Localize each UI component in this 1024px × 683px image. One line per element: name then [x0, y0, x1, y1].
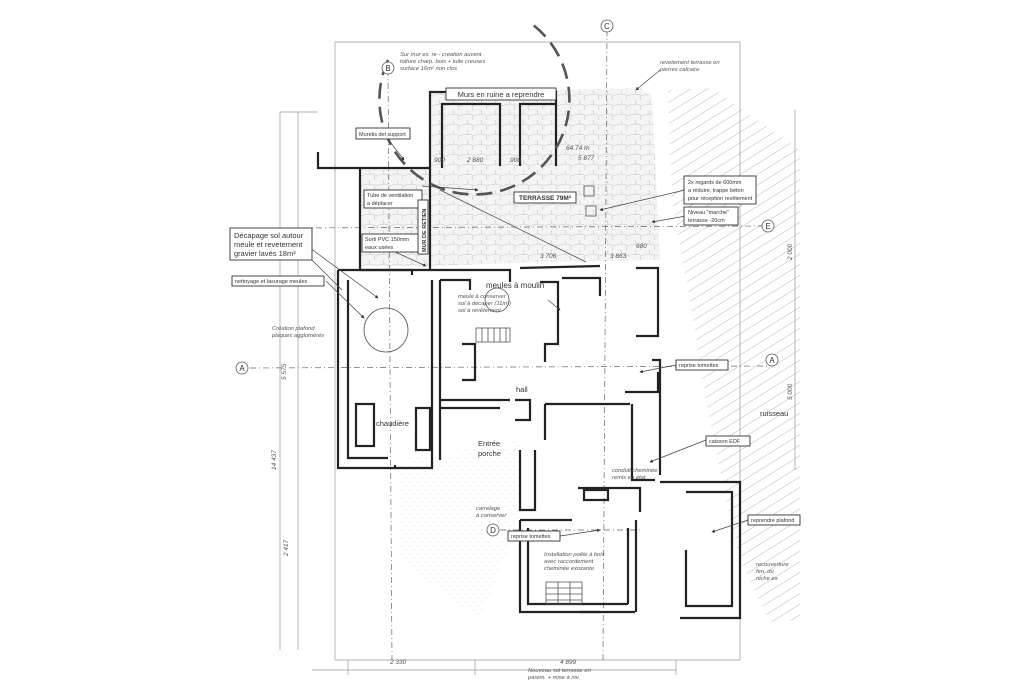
dimension-texts: 900 2 880 900 64.74 m 5 877 3 863 680 3 …	[271, 145, 794, 666]
dim-6474: 64.74 m	[566, 145, 590, 152]
regards-box	[683, 175, 757, 205]
muret-support-box	[355, 127, 411, 140]
auvent-dashed-arc	[378, 22, 571, 196]
reprise-tomettes-right-box	[675, 359, 729, 371]
revetement-terrasse-line-1: revetement terrasse en	[660, 60, 720, 66]
terrasse-label: TERRASSE 79M²	[519, 195, 572, 202]
regards-line-1: 2x regards de 600mm	[688, 180, 742, 186]
niveau-marche-box	[683, 206, 739, 226]
hall-label: hall	[516, 385, 528, 394]
ruisseau-band	[668, 88, 800, 622]
caisson-edf-box	[705, 435, 751, 447]
stairs	[475, 327, 583, 605]
features	[363, 185, 597, 353]
dim-bottom-2: 4 899	[560, 659, 577, 666]
nouveau-sol-line-2: parem. + mise à niv.	[527, 675, 580, 681]
reprise-tomettes-bottom-box	[507, 530, 561, 542]
axis-c-top: C	[604, 22, 610, 31]
installation-poele-line-1: Installation poêle à bois	[544, 552, 605, 558]
reprendre-plafond-box	[747, 514, 801, 526]
note-mur-ext-line-3: surface 16m² non clos	[400, 66, 457, 72]
carrelage-line-1: carrelage	[476, 506, 501, 512]
meules-moulin-label: meules à moulin	[486, 281, 544, 290]
room-labels: meules à moulin hall ruisseau chaudière …	[376, 281, 788, 458]
dim-2880: 2 880	[466, 157, 484, 164]
tube-ventilation-line-2: a déplacer	[367, 201, 393, 207]
dim-3706: 3 706	[540, 253, 557, 260]
nettoyage-box	[231, 275, 325, 287]
dim-680: 680	[636, 243, 647, 250]
chaudiere-label: chaudière	[376, 419, 409, 428]
dim-right-2: 5 000	[787, 383, 794, 400]
regards-line-2: a réduire, trappe béton	[688, 188, 744, 194]
decapage-line-2: meule et revetement	[234, 240, 303, 249]
mur-retien-label: MUR DE RETIEN	[422, 209, 428, 252]
muret-support-label: Muretis del support	[359, 132, 406, 138]
dim-900b: 900	[510, 157, 521, 164]
free-notes: Sur mur ex. re - creation auvent toiture…	[271, 52, 789, 681]
walls	[316, 90, 742, 620]
sorti-pvc-box	[361, 233, 419, 253]
tube-ventilation-line-1: Tube de ventilation	[367, 193, 413, 199]
dim-left-3: 2 417	[283, 539, 290, 557]
conduit-cheminee-line-2: remis en état	[612, 475, 646, 481]
niveau-marche-line-1: Niveau "marche"	[688, 210, 729, 216]
sorti-pvc-line-1: Sorti PVC 150mm	[365, 237, 409, 243]
niveau-marche-line-2: terrasse -20cm	[688, 218, 725, 224]
axis-b-top: B	[385, 64, 390, 73]
dim-5877: 5 877	[578, 155, 595, 162]
carrelage-line-2: à conserver	[476, 513, 507, 519]
axis-d: D	[490, 526, 496, 535]
caisson-edf-label: caisson EDF	[709, 439, 741, 445]
recouverture-line-3: niche ex	[756, 576, 779, 582]
installation-poele-line-3: cheminée existante	[544, 566, 595, 572]
creation-plafond-line-2: plaques agglomérés	[271, 333, 324, 339]
creation-plafond-line-1: Création plafond	[272, 326, 315, 332]
annotation-boxes: Murs en ruine a reprendre Muretis del su…	[229, 87, 801, 542]
axis-a-left: A	[239, 364, 245, 373]
nettoyage-label: nettoyage et lasurage meules	[235, 279, 307, 285]
axis-bubbles: A A B C D E	[235, 19, 779, 537]
installation-poele-line-2: avec raccordement	[544, 559, 594, 565]
reprendre-plafond-label: reprendre plafond	[751, 518, 794, 524]
sorti-pvc-line-2: eaux usées	[365, 245, 393, 251]
ruisseau-label: ruisseau	[760, 409, 788, 418]
murs-ruine-box	[445, 87, 557, 101]
recouverture-line-2: fen. du	[756, 569, 775, 575]
meule-conserver-line-3: sol à revêtement	[458, 308, 501, 314]
mur-retien-box	[417, 199, 429, 255]
axis-a-right: A	[769, 356, 775, 365]
murs-ruine-label: Murs en ruine a reprendre	[458, 90, 545, 99]
leader-lines	[309, 69, 749, 537]
regards-line-3: pour réception revêtement	[688, 196, 753, 202]
decapage-line-1: Décapage sol autour	[234, 231, 304, 240]
tube-ventilation-box	[363, 189, 423, 209]
conduit-cheminee-line-1: conduit cheminée	[612, 468, 658, 474]
dim-900a: 900	[434, 157, 445, 164]
reprise-tomettes-bottom-label: reprise tomettes	[511, 534, 551, 540]
dim-3863: 3 863	[610, 253, 627, 260]
meule-conserver-line-2: sol à décaper (11m²)	[458, 301, 511, 307]
reprise-tomettes-right-label: reprise tomettes	[679, 363, 719, 369]
recouverture-line-1: recouverture	[756, 562, 789, 568]
note-mur-ext-line-2: toiture charp. bois + tuile creuses	[400, 59, 485, 65]
dim-bottom-1: 2 330	[389, 659, 407, 666]
dim-right-1: 2 000	[787, 243, 794, 261]
decapage-box	[229, 227, 313, 261]
meule-conserver-line-1: meule à conserver	[458, 294, 507, 300]
entree-line-1: Entrée	[478, 439, 500, 448]
entree-line-2: porche	[478, 449, 501, 458]
terrasse-box	[513, 191, 577, 204]
revetement-terrasse-line-2: pierres calcaire	[659, 67, 700, 73]
axis-e: E	[765, 222, 770, 231]
decapage-line-3: gravier lavés 18m²	[234, 249, 296, 258]
note-mur-ext-line-1: Sur mur ex. re - creation auvent	[400, 52, 482, 58]
dim-left-2: 14 437	[271, 450, 278, 470]
nouveau-sol-line-1: Nouveau sol terrasse en	[528, 668, 591, 674]
dim-left-1: 5 575	[281, 363, 288, 380]
